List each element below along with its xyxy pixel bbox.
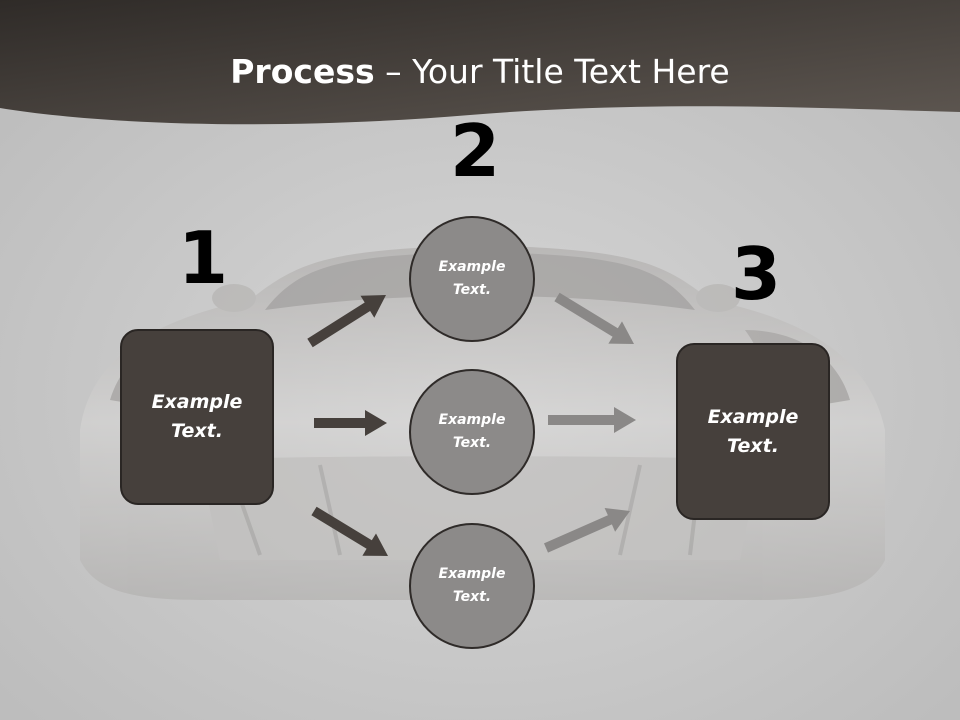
- arrows-group: [307, 292, 636, 556]
- circle-middle-text-line2: Text.: [452, 435, 492, 451]
- circle-top: Example Text.: [409, 216, 535, 342]
- circle-middle-text-line1: Example: [438, 412, 506, 428]
- step-3-box: Example Text.: [676, 343, 830, 520]
- circle-bottom-text-line1: Example: [438, 566, 506, 582]
- circle-bottom: Example Text.: [409, 523, 535, 649]
- header-band: [0, 0, 960, 125]
- step-1-box: Example Text.: [120, 329, 274, 505]
- circle-bottom-text-line2: Text.: [452, 589, 492, 605]
- arrow-box1-to-bottom: [311, 506, 388, 556]
- title-bold: Process: [230, 52, 375, 91]
- circle-top-text-line1: Example: [438, 259, 506, 275]
- step-number-2: 2: [450, 109, 501, 193]
- step-3-text-line2: Text.: [727, 434, 779, 457]
- arrow-middle-to-box3: [548, 407, 636, 433]
- circle-middle: Example Text.: [409, 369, 535, 495]
- arrow-box1-to-top: [307, 295, 386, 348]
- step-number-3: 3: [731, 232, 782, 316]
- arrow-top-to-box3: [554, 292, 634, 344]
- circle-top-text-line2: Text.: [452, 282, 492, 298]
- slide-title: Process – Your Title Text Here: [0, 52, 960, 91]
- title-rest: – Your Title Text Here: [374, 52, 730, 91]
- step-1-text-line1: Example: [151, 391, 243, 413]
- step-1-text-line2: Text.: [171, 420, 223, 442]
- arrow-box1-to-middle: [314, 410, 387, 436]
- step-3-text-line1: Example: [707, 405, 799, 428]
- step-number-1: 1: [178, 216, 229, 300]
- arrow-bottom-to-box3: [544, 508, 630, 553]
